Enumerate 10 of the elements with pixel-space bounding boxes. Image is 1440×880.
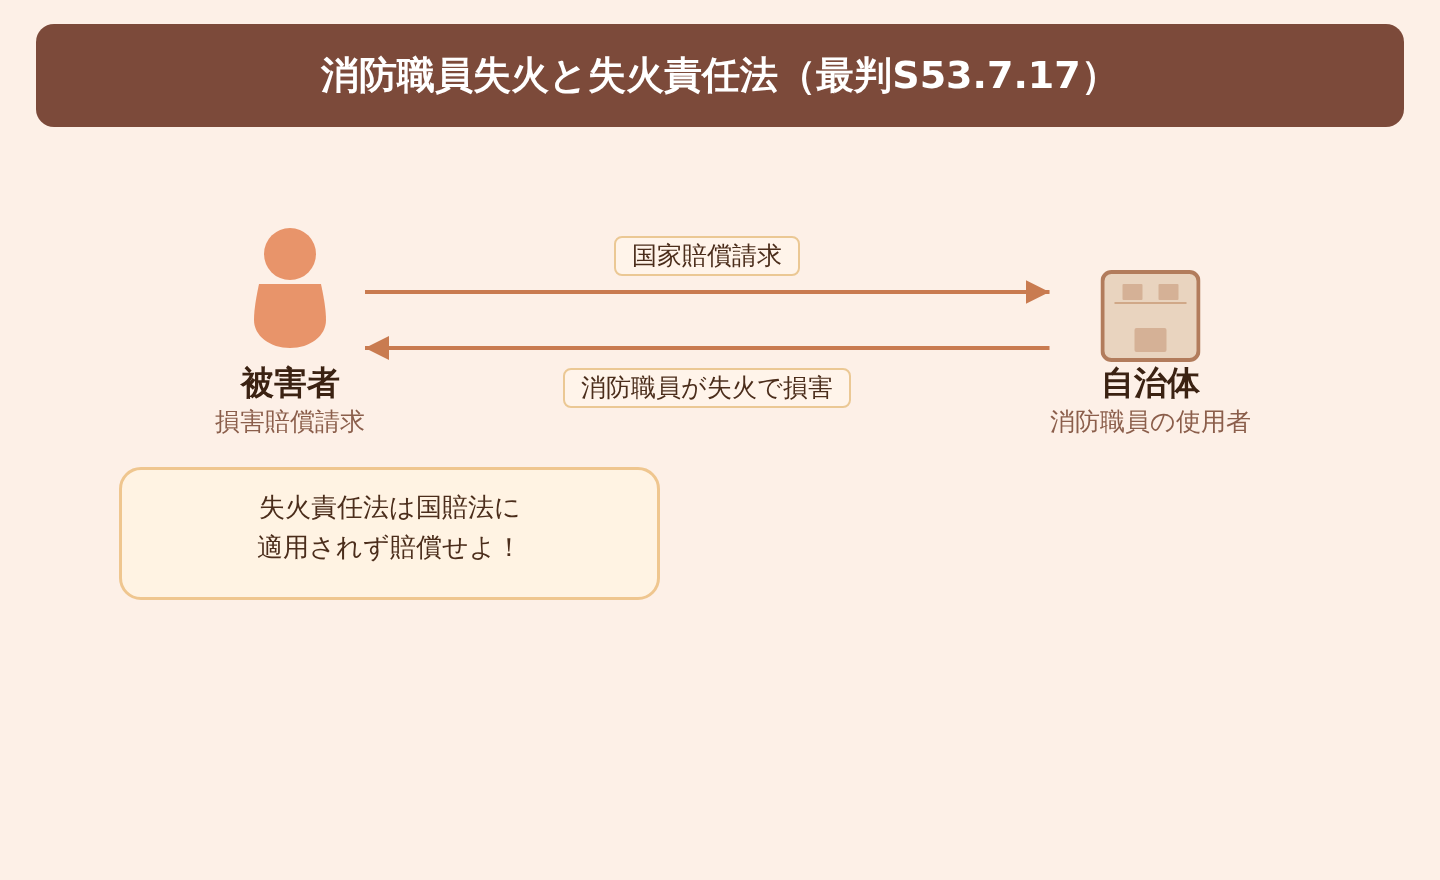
edge-label: 消防職員が失火で損害 (563, 368, 852, 408)
note-box: 失火責任法は国賠法に適用されず賠償せよ！ (119, 467, 660, 600)
node-subtitle: 消防職員の使用者 (1049, 407, 1251, 437)
node-heading: 自治体 (1100, 363, 1200, 403)
arrow (365, 280, 1050, 304)
arrow (365, 336, 1050, 360)
node-heading: 被害者 (240, 363, 340, 403)
title-bar: 消防職員失火と失火責任法（最判S53.7.17） (36, 24, 1404, 127)
edge-label: 国家賠償請求 (614, 236, 801, 276)
node-subtitle: 損害賠償請求 (215, 407, 365, 437)
